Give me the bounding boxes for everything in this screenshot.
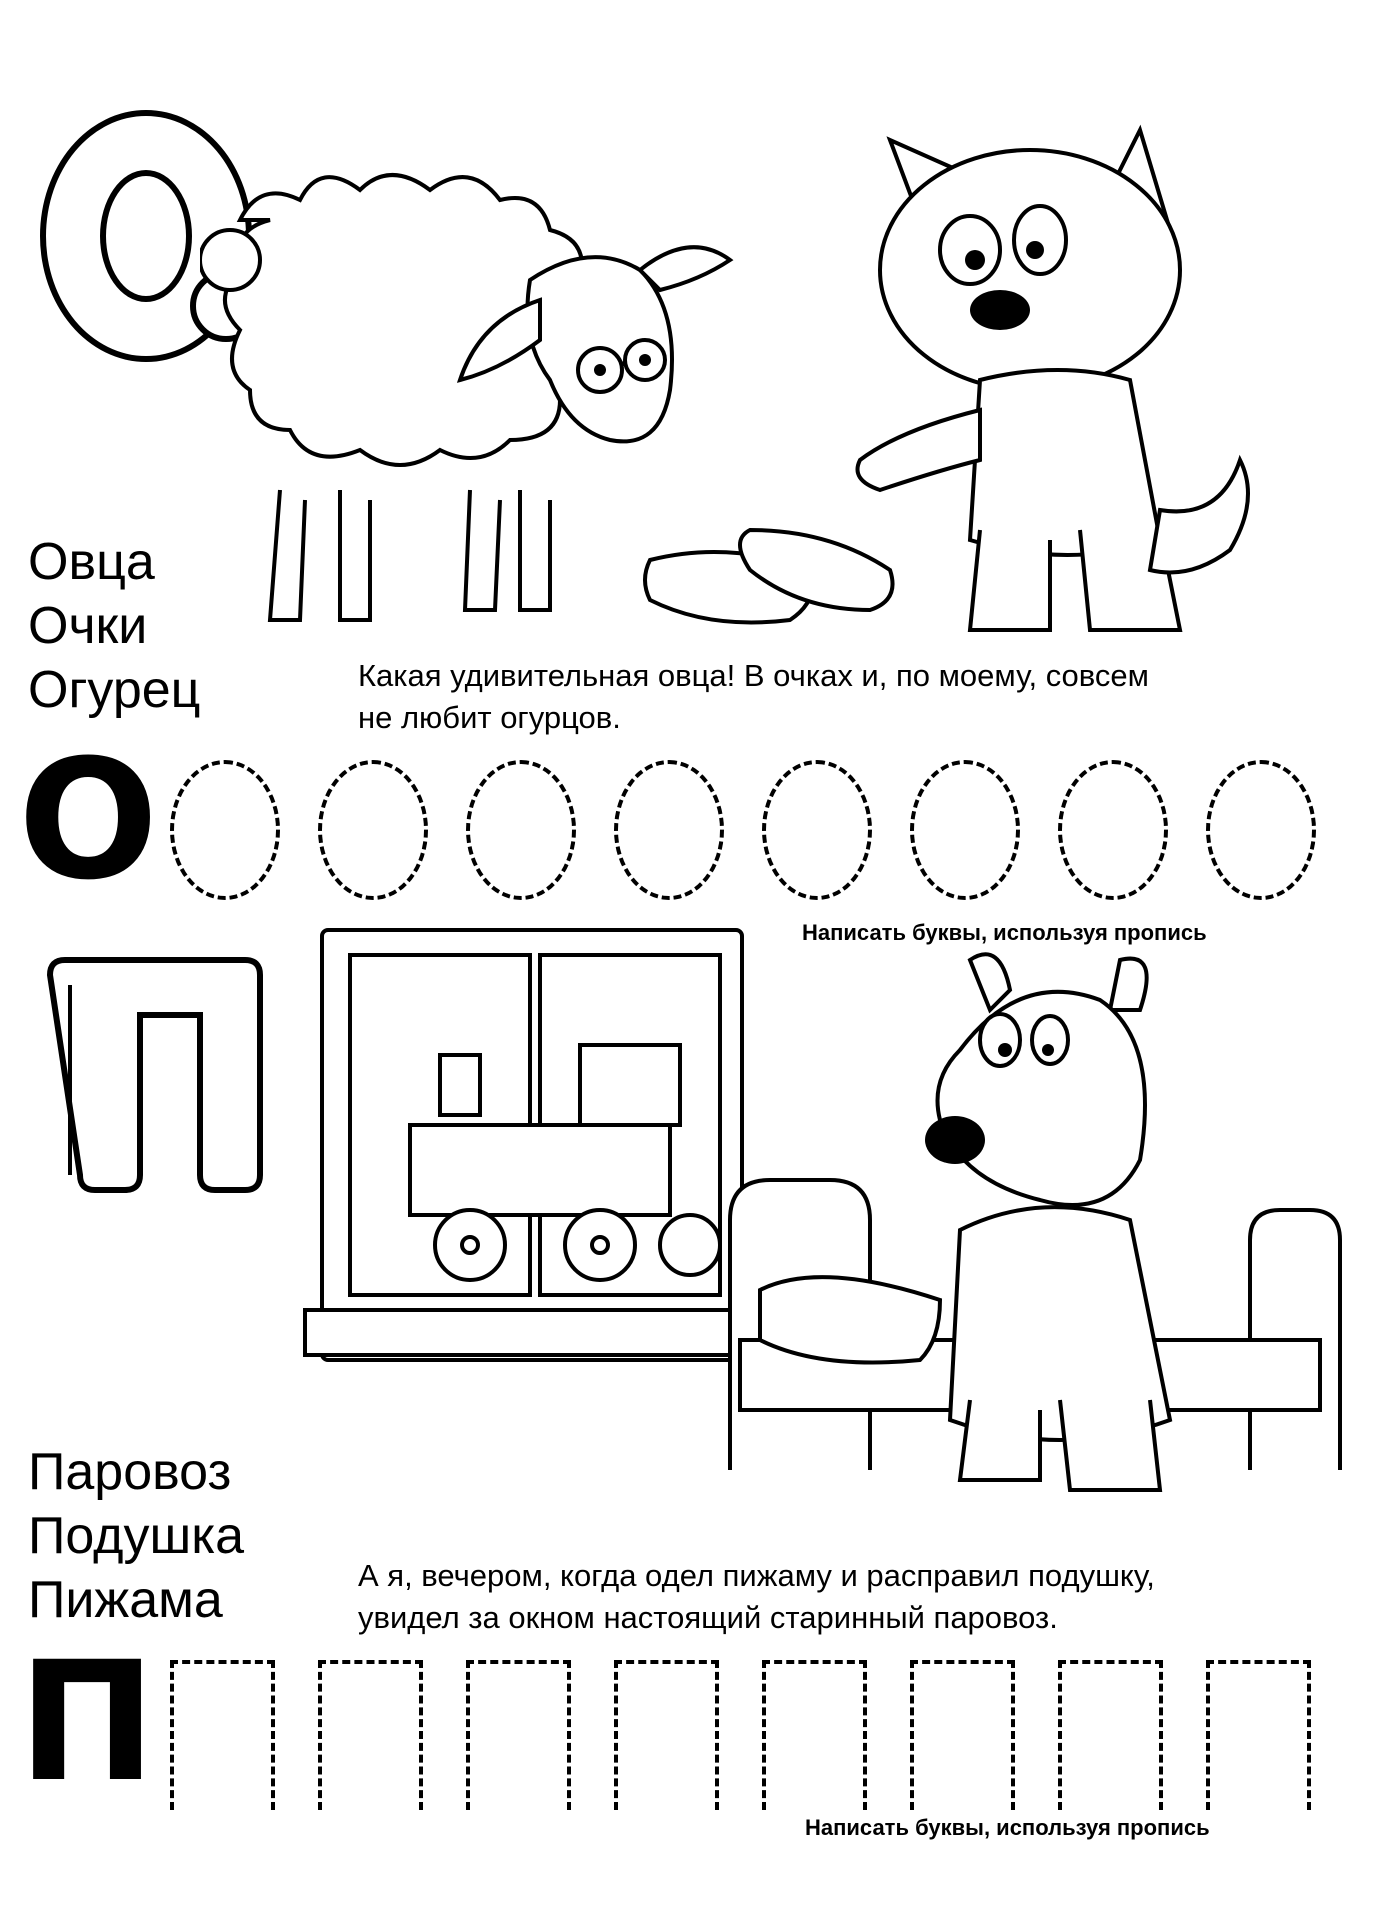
trace-o-7[interactable] — [1058, 760, 1168, 900]
caption-p-line2: увидел за окном настоящий старинный паро… — [358, 1600, 1058, 1635]
window-with-locomotive-illustration — [303, 928, 760, 1362]
trace-p-2[interactable] — [318, 1660, 423, 1810]
trace-p-6[interactable] — [910, 1660, 1015, 1810]
sheep-with-glasses-illustration — [200, 173, 734, 622]
dog-in-pajamas-illustration — [925, 952, 1173, 1492]
word-pizhama: Пижама — [28, 1571, 223, 1629]
word-parovoz: Паровоз — [28, 1443, 232, 1501]
caption-p: А я, вечером, когда одел пижаму и распра… — [358, 1555, 1155, 1639]
instruction-p: Написать буквы, используя пропись — [805, 1815, 1210, 1840]
word-ochki: Очки — [28, 597, 148, 655]
caption-o: Какая удивительная овца! В очках и, по м… — [358, 655, 1149, 739]
trace-p-7[interactable] — [1058, 1660, 1163, 1810]
trace-o-4[interactable] — [614, 760, 724, 900]
instruction-o: Написать буквы, используя пропись — [802, 920, 1207, 945]
trace-p-3[interactable] — [466, 1660, 571, 1810]
caption-o-line1: Какая удивительная овца! В очках и, по м… — [358, 658, 1149, 693]
word-podushka: Подушка — [28, 1507, 245, 1565]
trace-o-5[interactable] — [762, 760, 872, 900]
practice-letter-o: О — [18, 724, 159, 916]
word-ovtsa: Овца — [28, 533, 155, 591]
trace-o-3[interactable] — [466, 760, 576, 900]
caption-o-line2: не любит огурцов. — [358, 700, 621, 735]
practice-letter-p: П — [18, 1626, 157, 1818]
word-list-p: Паровоз Подушка Пижама — [28, 1440, 244, 1632]
trace-o-6[interactable] — [910, 760, 1020, 900]
trace-p-8[interactable] — [1206, 1660, 1311, 1810]
cucumbers-illustration — [643, 527, 895, 625]
big-letter-o-inner — [100, 170, 192, 302]
trace-p-4[interactable] — [614, 1660, 719, 1810]
trace-p-5[interactable] — [762, 1660, 867, 1810]
trace-p-1[interactable] — [170, 1660, 275, 1810]
trace-o-8[interactable] — [1206, 760, 1316, 900]
cat-in-shirt-illustration — [855, 124, 1250, 632]
word-ogurets: Огурец — [28, 661, 201, 719]
trace-o-1[interactable] — [170, 760, 280, 900]
word-list-o: Овца Очки Огурец — [28, 530, 200, 722]
trace-o-2[interactable] — [318, 760, 428, 900]
caption-p-line1: А я, вечером, когда одел пижаму и распра… — [358, 1558, 1155, 1593]
big-letter-p — [46, 957, 263, 1193]
